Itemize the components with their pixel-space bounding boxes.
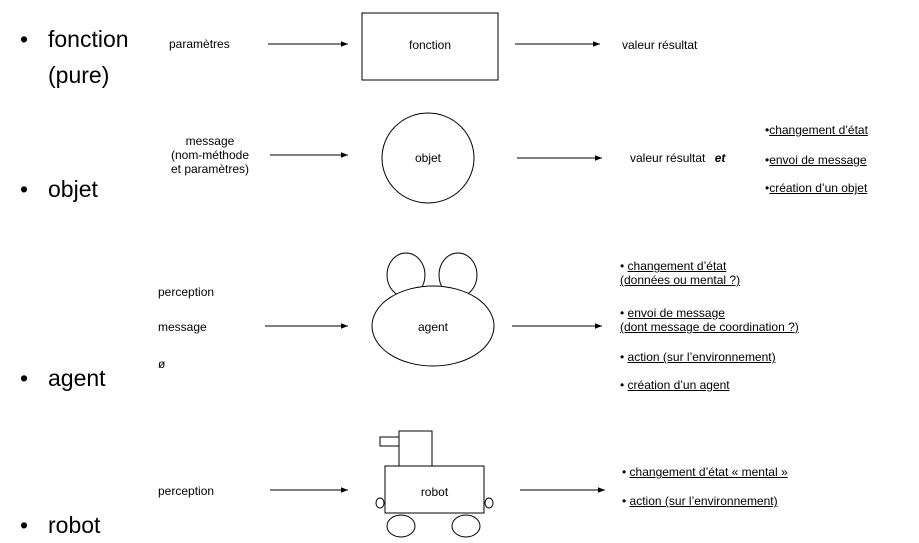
bullet-label-fonction: fonction	[48, 26, 129, 52]
objet-circle	[381, 112, 475, 204]
objet-effect: envoi de message	[765, 153, 867, 167]
objet-input-label: message (nom-méthode et paramètres)	[150, 134, 270, 176]
robot-effect-text: action (sur l’environnement)	[629, 494, 778, 508]
robot-node-label: robot	[420, 485, 449, 499]
bullet-dot: •	[20, 176, 29, 202]
robot-effect: changement d’état « mental »	[622, 465, 788, 479]
objet-input-line: message	[185, 134, 235, 148]
objet-effect-text: création d’un objet	[769, 181, 868, 195]
agent-input-empty: ø	[158, 357, 166, 371]
robot-effect-text: changement d’état « mental »	[629, 465, 788, 479]
objet-effect: changement d’état	[765, 123, 868, 137]
agent-effect-note: (dont message de coordination ?)	[620, 320, 799, 334]
robot-left-knob	[375, 497, 385, 509]
objet-output-label: valeur résultat et	[630, 151, 725, 165]
robot-turret	[398, 430, 433, 467]
agent-body	[371, 285, 495, 367]
agent-effect-note: (données ou mental ?)	[620, 273, 740, 287]
objet-effect-text: changement d’état	[769, 123, 868, 137]
objet-output-text: valeur résultat	[630, 151, 706, 165]
robot-effect: action (sur l’environnement)	[622, 494, 778, 508]
bullet-label-objet: objet	[48, 176, 98, 202]
objet-input-line: (nom-méthode	[170, 148, 250, 162]
objet-node-label: objet	[414, 151, 442, 165]
robot-left-wheel	[386, 514, 416, 538]
agent-effect-text: action (sur l’environnement)	[627, 350, 776, 364]
robot-gun	[379, 436, 400, 447]
fonction-input-label: paramètres	[169, 37, 230, 51]
agent-input-perception: perception	[158, 285, 215, 299]
agent-effect-note-text: (dont message de coordination ?)	[620, 320, 799, 334]
bullet-dot: •	[20, 365, 29, 391]
bullet-label-pure-text: (pure)	[48, 62, 110, 88]
robot-body	[384, 465, 485, 514]
agent-effect: action (sur l’environnement)	[620, 350, 776, 364]
agent-effect-text: envoi de message	[627, 306, 725, 320]
agent-node-label: agent	[417, 320, 449, 334]
robot-right-wheel	[451, 514, 481, 538]
bullet-dot: •	[20, 26, 29, 52]
agent-effect: changement d’état	[620, 259, 727, 273]
fonction-output-label: valeur résultat	[622, 38, 698, 52]
agent-effect: création d’un agent	[620, 378, 730, 392]
agent-effect-note-text: (données ou mental ?)	[620, 273, 741, 287]
agent-effect: envoi de message	[620, 306, 725, 320]
bullet-dot: •	[20, 512, 29, 538]
bullet-label-robot: robot	[48, 512, 101, 538]
objet-effect-text: envoi de message	[769, 153, 867, 167]
agent-effect-text: création d’un agent	[627, 378, 730, 392]
robot-input-label: perception	[158, 484, 215, 498]
objet-output-conj: et	[714, 151, 726, 165]
agent-effect-text: changement d’état	[627, 259, 727, 273]
fonction-box	[361, 12, 499, 81]
agent-input-message: message	[158, 320, 207, 334]
bullet-label-agent: agent	[48, 365, 106, 391]
objet-effect: création d’un objet	[765, 181, 867, 195]
objet-input-line: et paramètres)	[170, 162, 250, 176]
fonction-box-label: fonction	[408, 38, 452, 52]
robot-right-knob	[484, 497, 494, 509]
bullet-label-pure: (pure)	[48, 58, 109, 92]
